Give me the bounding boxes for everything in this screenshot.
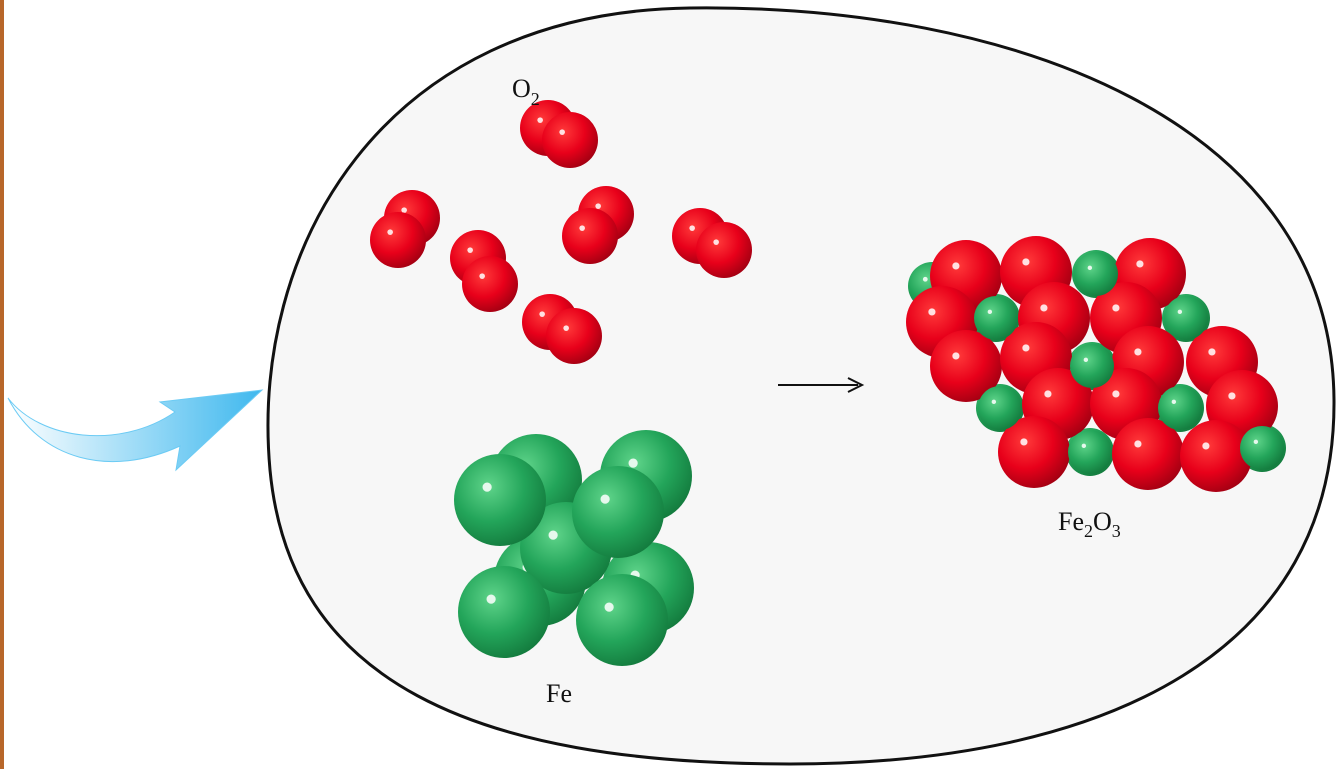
iron-atom (1158, 386, 1202, 430)
oxygen-atom (562, 208, 618, 264)
iron-atom (978, 386, 1022, 430)
oxygen-atom (370, 212, 426, 268)
oxygen-atom (696, 222, 752, 278)
iron-atom (1164, 296, 1208, 340)
oxygen-atom (462, 256, 518, 312)
iron-atom (1068, 430, 1112, 474)
iron-atom (1240, 426, 1284, 470)
iron-label: Fe (546, 679, 572, 708)
iron-atom (974, 296, 1018, 340)
oxygen-atom (998, 416, 1070, 488)
oxygen-atom (1112, 418, 1184, 490)
iron-atom (1070, 344, 1114, 388)
iron-atom (572, 466, 664, 558)
oxygen-molecules (370, 100, 752, 364)
curved-arrow-icon (7, 389, 264, 472)
oxygen-atom (1180, 420, 1252, 492)
oxygen-atom (546, 308, 602, 364)
iron-oxide-lattice (906, 236, 1286, 492)
product-label: Fe2O3 (1058, 507, 1121, 541)
oxygen-atom (930, 330, 1002, 402)
iron-atom (1074, 252, 1118, 296)
iron-atom (458, 566, 550, 658)
iron-atom (454, 454, 546, 546)
oxygen-atom (542, 112, 598, 168)
oxygen-label: O2 (512, 74, 540, 109)
iron-atom (576, 574, 668, 666)
long-right-arrow-icon (778, 377, 865, 393)
edge-strip (0, 0, 4, 769)
iron-cluster (454, 430, 694, 666)
